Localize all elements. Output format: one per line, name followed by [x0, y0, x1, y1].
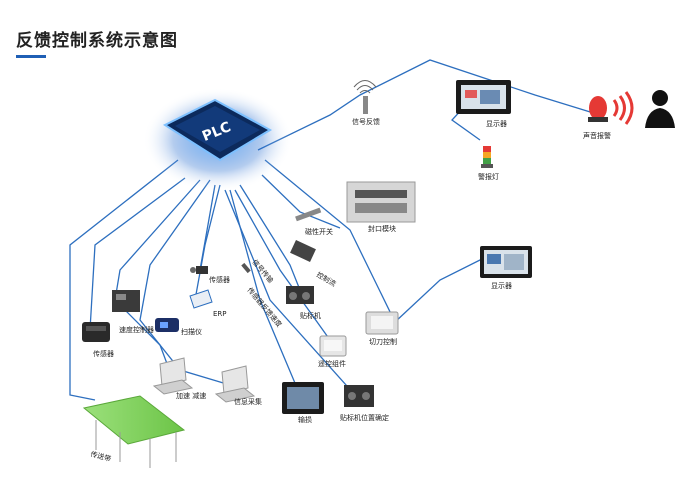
label-info-collect: 信息采集 — [234, 397, 262, 406]
label-display-top: 显示器 — [486, 120, 507, 128]
wire-speed — [114, 179, 201, 386]
title-underline — [16, 55, 46, 58]
label-sound-alarm: 声音报警 — [583, 131, 611, 140]
label-warning-light: 警报灯 — [478, 172, 499, 181]
label-labeler-position: 贴标机位置确定 — [340, 413, 389, 422]
label-remote-component: 遥控组件 — [318, 359, 346, 368]
labeler-position-icon — [344, 385, 374, 407]
label-magnetic-switch: 磁性开关 — [305, 227, 333, 236]
label-cutter-control: 切刀控制 — [369, 337, 397, 346]
wire-sensor-mid — [199, 184, 216, 271]
label-control-flow: 控制流 — [315, 270, 338, 288]
scanner-icon — [155, 318, 179, 332]
signal-transmit-icon — [241, 262, 251, 274]
label-signal-feedback: 信号反馈 — [352, 117, 380, 126]
cutter-control-icon — [365, 311, 399, 335]
control-flow-device — [290, 240, 316, 262]
remote-component-icon — [319, 335, 347, 357]
erp-icon — [189, 289, 213, 309]
alarm-siren-icon — [588, 91, 634, 125]
label-scanner: 扫描仪 — [181, 327, 202, 336]
laptop-accel-icon — [152, 357, 194, 395]
label-sensor-left: 传感器 — [93, 349, 114, 358]
signal-feedback-device — [353, 80, 377, 114]
display-right-icon — [480, 246, 532, 278]
speed-controller-icon — [112, 290, 140, 312]
label-display-right: 显示器 — [491, 282, 512, 290]
label-conveyor: 传送带 — [89, 449, 112, 463]
person-silhouette — [645, 90, 675, 128]
page-title: 反馈控制系统示意图 — [16, 31, 178, 51]
sensor-left-icon — [82, 322, 110, 342]
label-sensor-feedback-speed: 传感器反馈速度 — [245, 286, 283, 329]
wire-labeler — [239, 184, 301, 291]
wire-signal-feedback — [257, 59, 601, 151]
label-sensor-mid: 传感器 — [209, 275, 230, 284]
wire-sensor-left — [89, 177, 186, 331]
label-accel-decel: 加速 减速 — [176, 391, 206, 400]
seal-module-icon — [346, 181, 416, 223]
warning-light-icon — [481, 146, 493, 168]
label-seal-module: 封口模块 — [368, 224, 396, 233]
plc-chip: PLC — [143, 88, 293, 192]
label-erp: ERP — [213, 310, 227, 318]
panel-icon — [282, 382, 324, 414]
label-speed-controller: 速度控制器 — [119, 325, 154, 334]
label-panel: 输损 — [298, 415, 312, 424]
sensor-mid-icon — [190, 266, 208, 274]
wire-conveyor — [69, 159, 179, 401]
labeler-icon — [286, 286, 314, 304]
label-labeler: 贴标机 — [300, 311, 321, 320]
laptop-info-icon — [214, 365, 256, 403]
wire-scanner — [139, 179, 231, 386]
display-top-icon — [456, 80, 511, 114]
magnetic-switch-icon — [295, 207, 322, 222]
wire-labeler-pos — [224, 189, 356, 396]
wire-seal — [261, 174, 341, 229]
wire-remote — [234, 189, 331, 341]
conveyor-belt-icon — [82, 395, 186, 468]
